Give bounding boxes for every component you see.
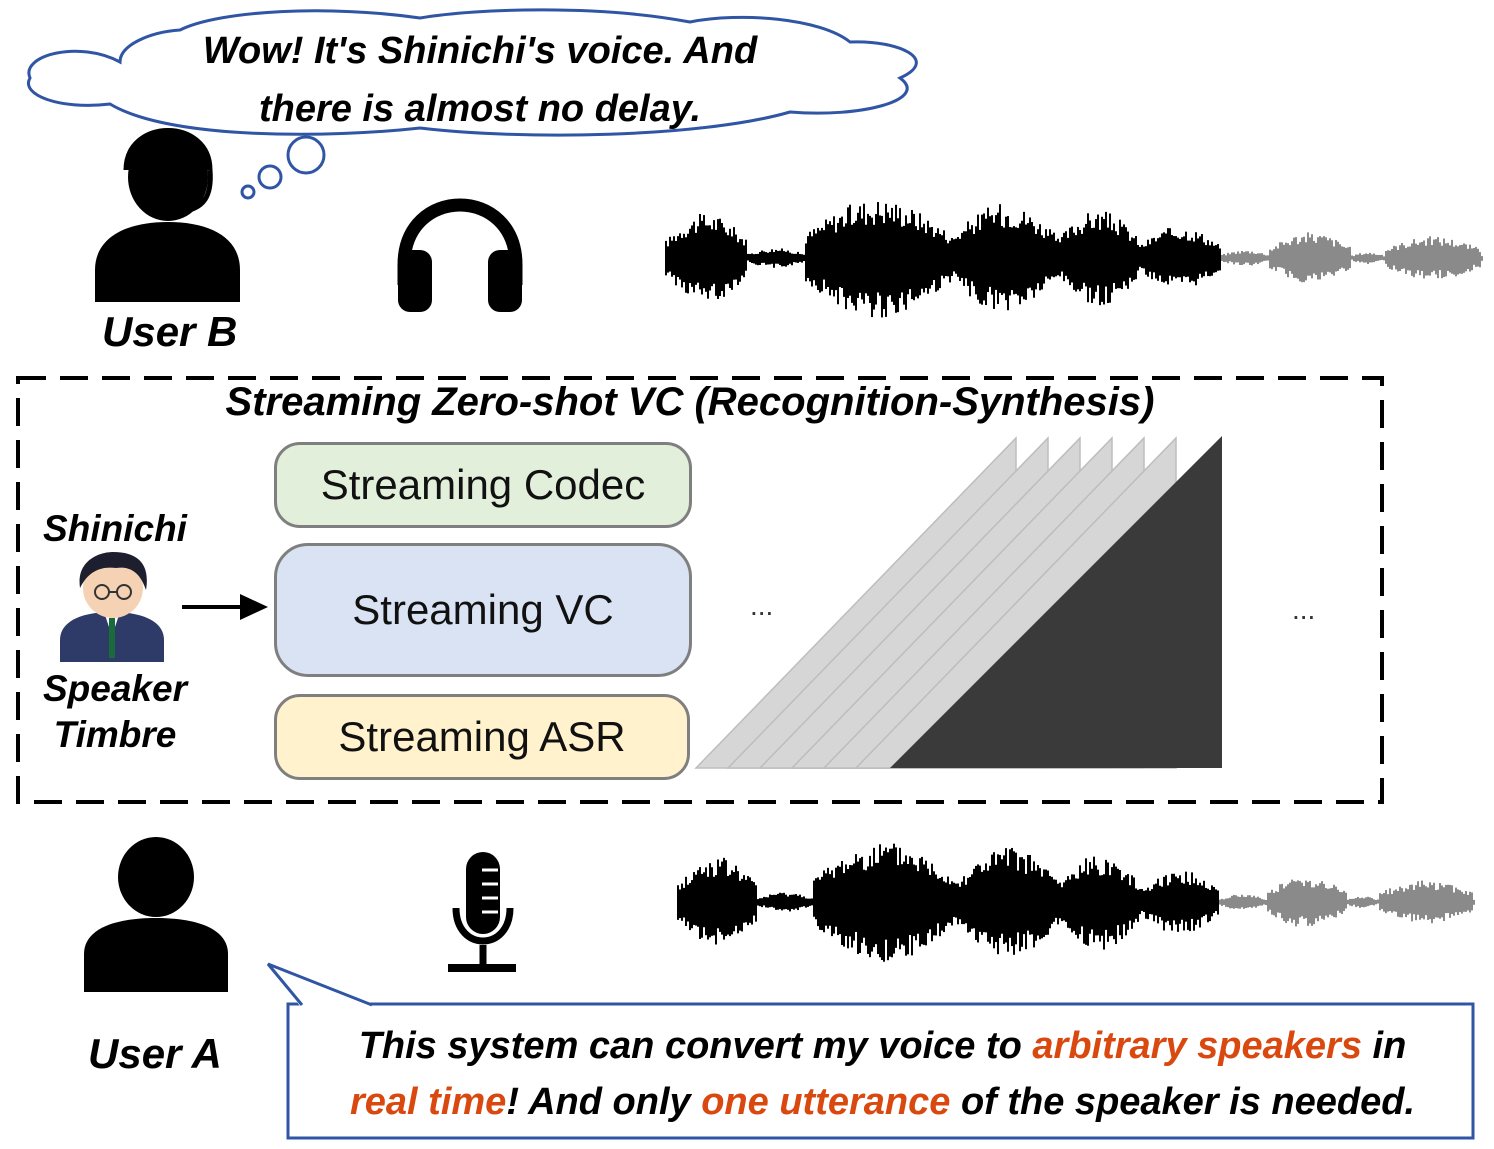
- speech-callout: [266, 962, 1475, 1140]
- user-b-label: User B: [102, 308, 238, 355]
- output-waveform: [665, 202, 1483, 318]
- headphones-icon: [397, 198, 523, 312]
- streaming-vc-module: Streaming VC: [274, 543, 692, 677]
- current-chunk: [890, 436, 1222, 768]
- speaker-label-line-1: Speaker: [43, 668, 187, 709]
- thought-bubble: [27, 8, 918, 200]
- thought-line-2: there is almost no delay.: [258, 88, 702, 130]
- speaker-name: Shinichi: [43, 508, 187, 549]
- microphone-icon: [448, 852, 516, 972]
- callout-text: This system can convert my voice to arbi…: [300, 1018, 1465, 1130]
- callout-part-4: of the speaker is needed.: [950, 1081, 1415, 1123]
- highlight-arbitrary-speakers: arbitrary speakers: [1032, 1025, 1362, 1067]
- timbre-arrow: [182, 594, 268, 620]
- highlight-one-utterance: one utterance: [701, 1081, 951, 1123]
- highlight-real-time: real time: [350, 1081, 507, 1123]
- user-a-label: User A: [88, 1030, 222, 1077]
- streaming-codec-module: Streaming Codec: [274, 442, 692, 528]
- input-waveform: [677, 843, 1475, 962]
- ellipsis-right: ...: [1292, 594, 1316, 625]
- headset-user-icon: [95, 128, 240, 302]
- system-title: Streaming Zero-shot VC (Recognition-Synt…: [225, 380, 1155, 424]
- thought-line-1: Wow! It's Shinichi's voice. And: [202, 30, 758, 72]
- thought-bubble-text: Wow! It's Shinichi's voice. And there is…: [150, 22, 810, 138]
- callout-line-1: This system can convert my voice to arbi…: [300, 1018, 1465, 1074]
- speaker-label-line-2: Timbre: [53, 714, 177, 755]
- user-icon: [84, 837, 228, 992]
- callout-part-3: ! And only: [506, 1081, 702, 1123]
- ellipsis-left: ...: [750, 590, 774, 621]
- system-frame: [16, 376, 1384, 804]
- anime-character-avatar-icon: [60, 552, 164, 662]
- callout-line-2: real time! And only one utterance of the…: [300, 1074, 1465, 1130]
- callout-part-1: This system can convert my voice to: [358, 1025, 1033, 1067]
- callout-part-2: in: [1361, 1025, 1407, 1067]
- speaker-timbre-label: Speaker Timbre: [20, 666, 210, 758]
- streaming-asr-module: Streaming ASR: [274, 694, 690, 780]
